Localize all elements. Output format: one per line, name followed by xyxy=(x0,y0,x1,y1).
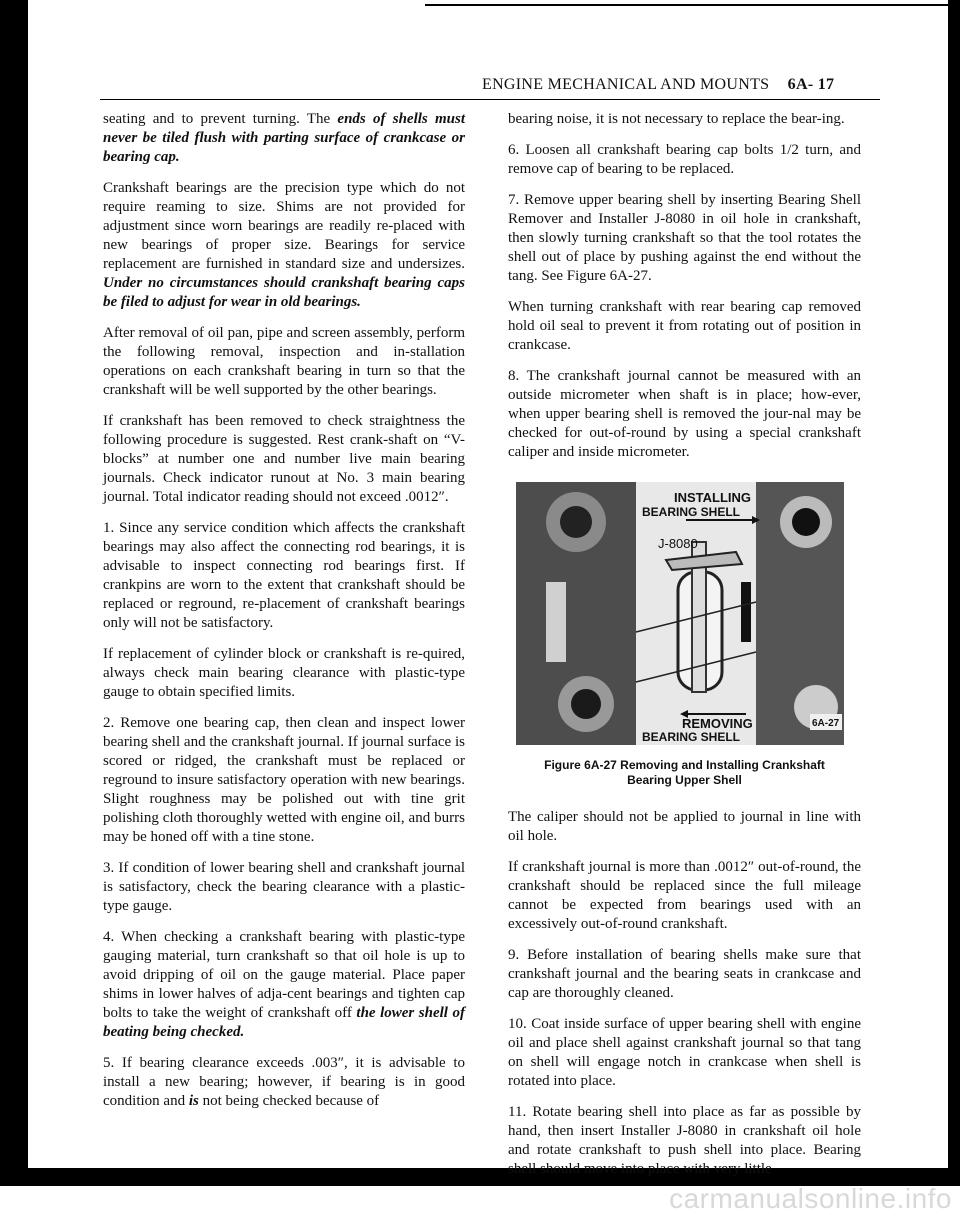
paragraph: bearing noise, it is not necessary to re… xyxy=(508,110,861,129)
paragraph: If replacement of cylinder block or cran… xyxy=(103,645,465,702)
header-rule xyxy=(100,99,880,100)
paragraph: 10. Coat inside surface of upper bearing… xyxy=(508,1015,861,1091)
scan-border-bottom xyxy=(0,1168,960,1186)
figure-tag: 6A-27 xyxy=(812,718,840,729)
emphasis-text: the lower shell of beating being checked… xyxy=(103,1005,465,1040)
paragraph: Crankshaft bearings are the precision ty… xyxy=(103,179,465,312)
scan-border-left xyxy=(0,0,28,1217)
body-text: not being checked because of xyxy=(198,1093,380,1109)
paragraph: seating and to prevent turning. The ends… xyxy=(103,110,465,167)
body-text: After removal of oil pan, pipe and scree… xyxy=(103,325,465,398)
paragraph: When turning crankshaft with rear bearin… xyxy=(508,298,861,355)
figure-label-removing-1: REMOVING xyxy=(682,716,753,731)
figure-illustration: INSTALLING BEARING SHELL J-8080 REMOVING… xyxy=(516,482,844,745)
paragraph: 11. Rotate bearing shell into place as f… xyxy=(508,1103,861,1179)
figure-caption-line-1: Figure 6A-27 Removing and Installing Cra… xyxy=(544,758,825,772)
body-text: seating and to prevent turning. The xyxy=(103,111,338,127)
paragraph: 5. If bearing clearance exceeds .003″, i… xyxy=(103,1054,465,1111)
body-text: bearing noise, it is not necessary to re… xyxy=(508,111,845,127)
body-text: If replacement of cylinder block or cran… xyxy=(103,646,465,700)
body-text: 7. Remove upper bearing shell by inserti… xyxy=(508,192,861,284)
body-text: If crankshaft has been removed to check … xyxy=(103,413,465,505)
body-text: 4. When checking a crankshaft bearing wi… xyxy=(103,929,465,1021)
figure-caption: Figure 6A-27 Removing and Installing Cra… xyxy=(508,758,861,788)
paragraph: 9. Before installation of bearing shells… xyxy=(508,946,861,1003)
scan-border-right xyxy=(948,0,960,1200)
paragraph: 8. The crankshaft journal cannot be meas… xyxy=(508,367,861,462)
figure-photo: INSTALLING BEARING SHELL J-8080 REMOVING… xyxy=(516,482,844,745)
body-text: 5. If bearing clearance exceeds .003″, i… xyxy=(103,1055,465,1109)
figure-label-installing-2: BEARING SHELL xyxy=(642,505,740,519)
right-column-bottom: The caliper should not be applied to jou… xyxy=(508,808,861,1191)
scan-border-top xyxy=(425,4,960,6)
header-title: ENGINE MECHANICAL AND MOUNTS xyxy=(482,76,770,93)
figure-label-tool: J-8080 xyxy=(658,536,698,551)
body-text: 3. If condition of lower bearing shell a… xyxy=(103,860,465,914)
body-text: 8. The crankshaft journal cannot be meas… xyxy=(508,368,861,460)
paragraph: 2. Remove one bearing cap, then clean an… xyxy=(103,714,465,847)
paragraph: 3. If condition of lower bearing shell a… xyxy=(103,859,465,916)
watermark: carmanualsonline.info xyxy=(669,1183,952,1214)
paragraph: If crankshaft journal is more than .0012… xyxy=(508,858,861,934)
footer-strip xyxy=(0,1186,960,1217)
body-text: If crankshaft journal is more than .0012… xyxy=(508,859,861,932)
left-column: seating and to prevent turning. The ends… xyxy=(103,110,465,1123)
emphasis-text: is xyxy=(188,1093,199,1109)
figure-label-installing-1: INSTALLING xyxy=(674,490,751,505)
paragraph: If crankshaft has been removed to check … xyxy=(103,412,465,507)
body-text: 2. Remove one bearing cap, then clean an… xyxy=(103,715,465,845)
body-text: 1. Since any service condition which aff… xyxy=(103,520,465,631)
paragraph: 6. Loosen all crankshaft bearing cap bol… xyxy=(508,141,861,179)
paragraph: 1. Since any service condition which aff… xyxy=(103,519,465,633)
paragraph: 7. Remove upper bearing shell by inserti… xyxy=(508,191,861,286)
page-header: ENGINE MECHANICAL AND MOUNTS 6A- 17 xyxy=(482,76,882,98)
emphasis-text: ends of shells must never be tiled flush… xyxy=(103,111,466,165)
emphasis-text: Under no circumstances should crankshaft… xyxy=(103,275,465,310)
body-text: 6. Loosen all crankshaft bearing cap bol… xyxy=(508,142,861,177)
header-page-number: 6A- 17 xyxy=(787,76,835,93)
body-text: The caliper should not be applied to jou… xyxy=(508,809,861,844)
paragraph: 4. When checking a crankshaft bearing wi… xyxy=(103,928,465,1042)
body-text: When turning crankshaft with rear bearin… xyxy=(508,299,861,353)
body-text: Crankshaft bearings are the precision ty… xyxy=(103,180,465,272)
paragraph: After removal of oil pan, pipe and scree… xyxy=(103,324,465,400)
figure-caption-line-2: Bearing Upper Shell xyxy=(627,773,742,787)
paragraph: The caliper should not be applied to jou… xyxy=(508,808,861,846)
figure-label-removing-2: BEARING SHELL xyxy=(642,730,740,744)
body-text: 9. Before installation of bearing shells… xyxy=(508,947,861,1001)
body-text: 11. Rotate bearing shell into place as f… xyxy=(508,1104,861,1177)
right-column-top: bearing noise, it is not necessary to re… xyxy=(508,110,861,474)
body-text: 10. Coat inside surface of upper bearing… xyxy=(508,1016,861,1089)
